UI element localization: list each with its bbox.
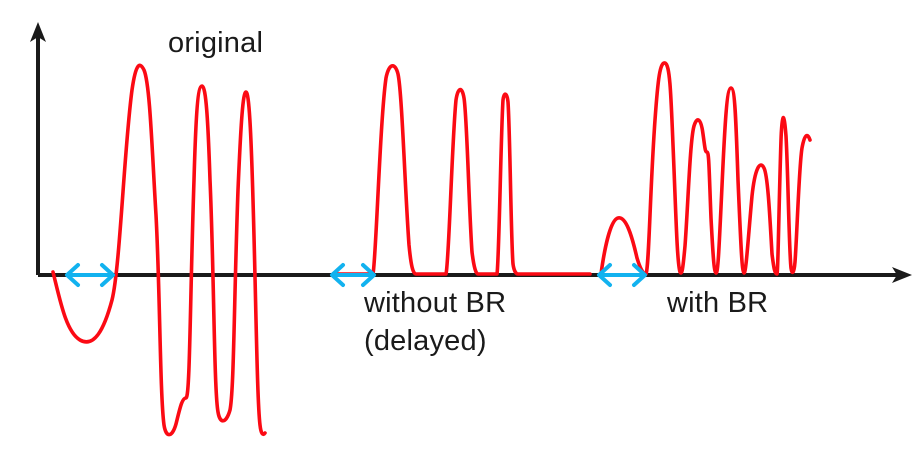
- label-original: original: [168, 27, 263, 59]
- label-with-br: with BR: [666, 287, 768, 319]
- signal-with-br-path: [599, 61, 812, 276]
- latency-marker-original: [65, 263, 115, 287]
- label-delayed: (delayed): [364, 325, 487, 357]
- label-without-br: without BR: [363, 287, 506, 319]
- latency-original-right-arrowhead-icon: [100, 263, 115, 287]
- y-axis-arrowhead-icon: [30, 22, 46, 42]
- latency-original-left-arrowhead-icon: [65, 263, 80, 287]
- latency-without-br-right-arrowhead-icon: [361, 263, 376, 287]
- signal-original-path: [51, 63, 267, 437]
- latency-without-br-left-arrowhead-icon: [330, 263, 345, 287]
- axes-group: [30, 22, 912, 283]
- signal-original-group: [51, 63, 267, 437]
- signal-with-br-group: [599, 61, 812, 276]
- signal-without-br-path: [331, 64, 592, 276]
- latency-with-br-right-arrowhead-icon: [632, 263, 647, 287]
- latency-marker-without-br: [330, 263, 376, 287]
- latency-with-br-left-arrowhead-icon: [597, 263, 612, 287]
- latency-marker-with-br: [597, 263, 647, 287]
- signal-without-br-group: [331, 64, 592, 276]
- x-axis-arrowhead-icon: [892, 267, 912, 283]
